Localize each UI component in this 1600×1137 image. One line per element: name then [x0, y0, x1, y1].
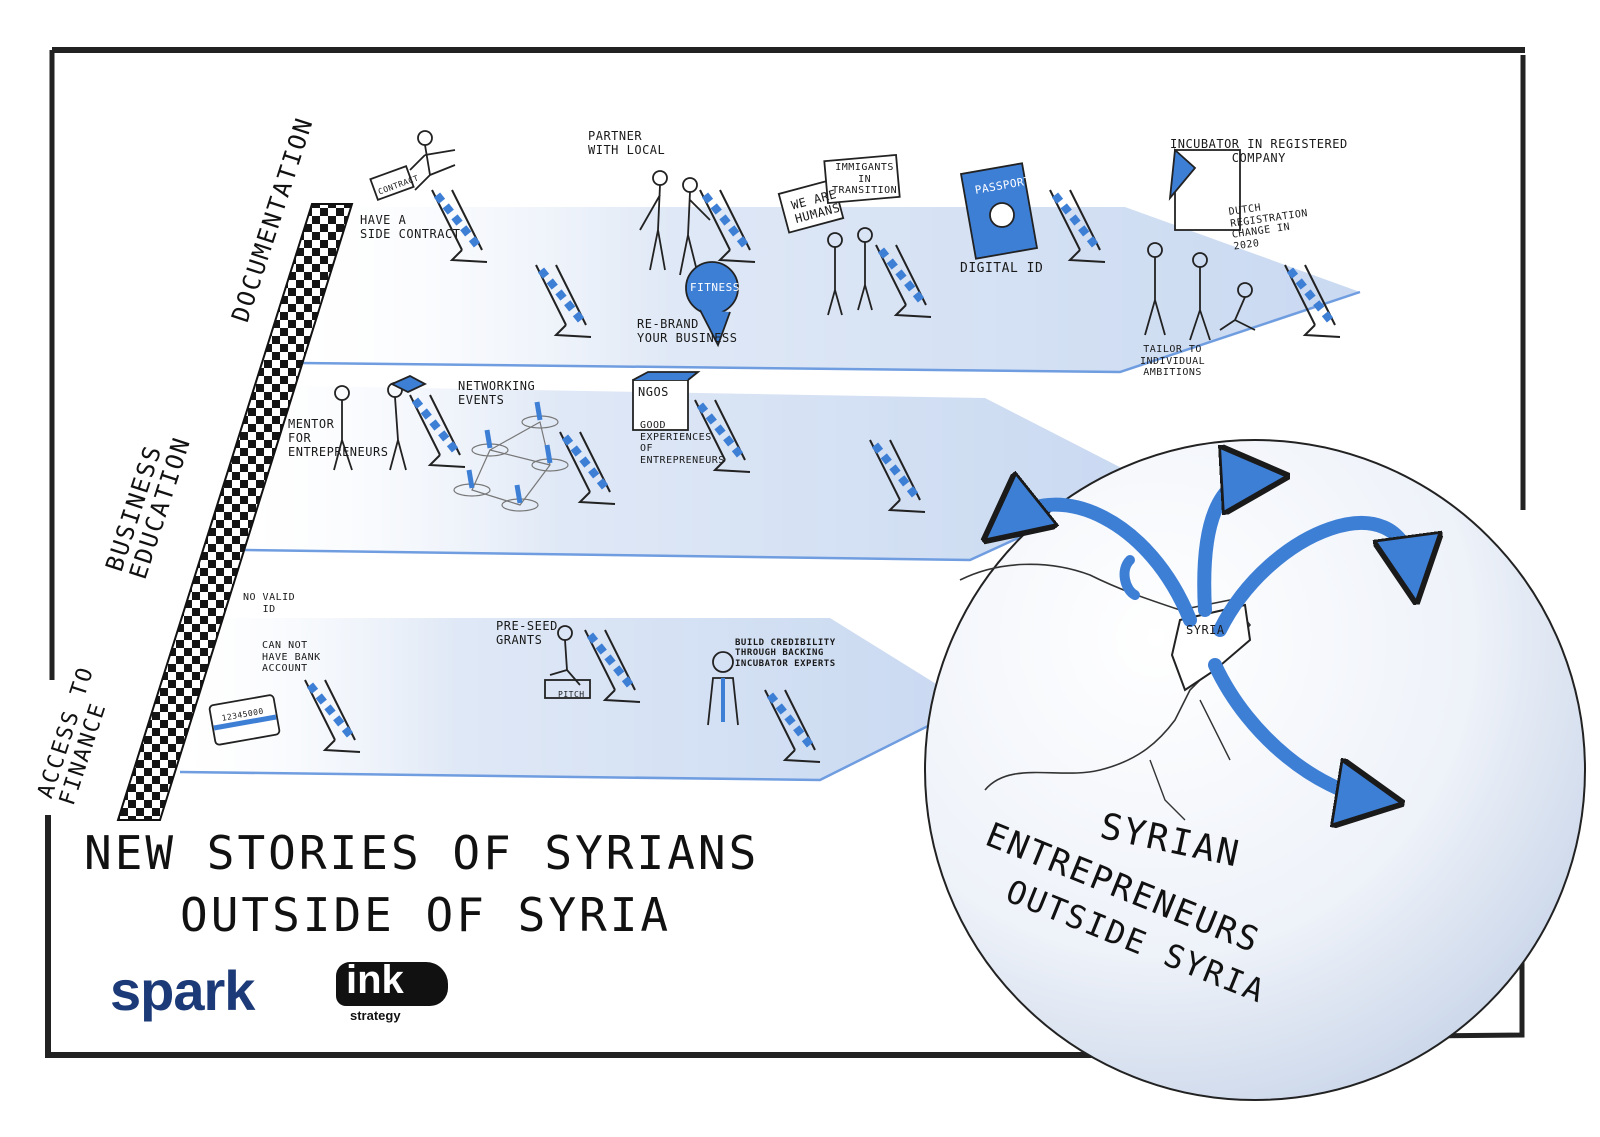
network-icon — [453, 401, 569, 512]
arrow-north — [1197, 478, 1255, 617]
arrow-south — [1208, 658, 1370, 798]
hurdle-icon — [409, 394, 466, 468]
preseed-label: PRE-SEED GRANTS — [496, 619, 558, 647]
ink-logo: ink — [346, 958, 404, 1002]
objects — [208, 148, 1241, 746]
expert-person-icon — [707, 651, 739, 726]
tailor-label: TAILOR TO INDIVIDUAL AMBITIONS — [1140, 344, 1206, 378]
no-bank-label: CAN NOT HAVE BANK ACCOUNT — [262, 640, 321, 674]
hurdle-icon — [875, 244, 932, 318]
hurdle-icon — [304, 679, 361, 753]
good-experience-label: GOOD EXPERIENCES OF ENTREPRENEURS — [640, 420, 725, 466]
person-jumping-icon — [409, 130, 456, 191]
spark-logo: spark — [110, 959, 255, 1022]
passport-emblem-icon — [989, 202, 1015, 228]
fitness-label: FITNESS — [690, 281, 740, 294]
hurdle-icon — [1049, 189, 1106, 263]
page-title-line-1: NEW STORIES OF SYRIANS — [84, 826, 760, 880]
hurdle-icon — [584, 629, 641, 703]
bank-card-icon — [208, 694, 281, 746]
protesters-icon — [827, 227, 873, 316]
networking-label: NETWORKING EVENTS — [458, 379, 536, 407]
incubator-lid-icon — [1168, 148, 1197, 201]
arrow-east — [1213, 516, 1412, 637]
hurdle-icon — [535, 264, 592, 338]
hurdles — [304, 189, 1341, 763]
immigrants-label: IMMIGANTS IN TRANSITION — [832, 162, 898, 196]
migration-arrows — [1010, 478, 1412, 798]
lane-access-to-finance — [179, 618, 971, 782]
arrow-west — [1010, 505, 1197, 627]
hurdle-icon — [1284, 264, 1341, 338]
ink-logo-background — [336, 962, 448, 1006]
hurdle-icon — [431, 189, 488, 263]
lane-business-education — [244, 385, 1146, 562]
incubator-label: INCUBATOR IN REGISTERED COMPANY — [1170, 137, 1348, 165]
hurdle-icon — [559, 431, 616, 505]
incubator-people-icon — [1144, 242, 1256, 341]
hurdle-icon — [764, 689, 821, 763]
frame — [45, 47, 1526, 1058]
side-contract-label: HAVE A SIDE CONTRACT — [360, 213, 461, 241]
partner-local-label: PARTNER WITH LOCAL — [588, 129, 666, 157]
hurdle-icon — [694, 399, 751, 473]
pitch-label: PITCH — [558, 690, 585, 699]
hurdle-icon — [699, 189, 756, 263]
lane-documentation — [299, 207, 1361, 374]
mentor-label: MENTOR FOR ENTREPRENEURS — [288, 417, 389, 459]
ngos-label: NGOS — [638, 385, 669, 399]
immigrants-sign-icon — [823, 153, 901, 205]
syria-label: SYRIA — [1186, 623, 1225, 637]
no-valid-id-label: NO VALID ID — [243, 592, 296, 615]
ngos-box-icon — [632, 379, 689, 431]
rebrand-label: RE-BRAND YOUR BUSINESS — [637, 317, 738, 345]
mortarboard-icon — [389, 374, 428, 394]
hurdle-icon — [869, 439, 926, 513]
figures — [333, 130, 1256, 726]
digital-id-label: DIGITAL ID — [960, 261, 1044, 276]
checkered-start-line — [116, 203, 354, 821]
contract-paper-icon — [369, 165, 415, 201]
arrow-europe — [1119, 555, 1140, 600]
ink-logo-subtitle: strategy — [350, 1008, 401, 1023]
credibility-label: BUILD CREDIBILITY THROUGH BACKING INCUBA… — [735, 638, 836, 669]
pitching-person-icon — [544, 625, 591, 699]
globe — [924, 439, 1586, 1101]
page-title-line-2: OUTSIDE OF SYRIA — [180, 888, 672, 942]
